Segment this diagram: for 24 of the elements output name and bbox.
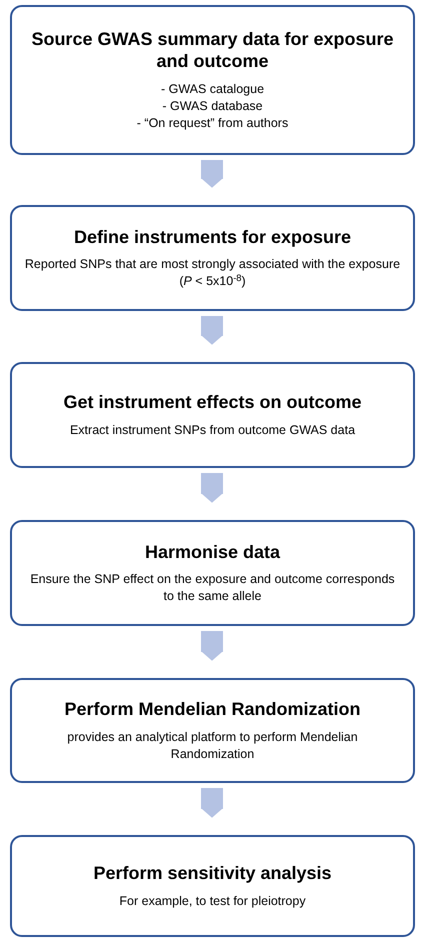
- box-text: - GWAS database: [162, 98, 263, 115]
- box-heading: Perform sensitivity analysis: [93, 862, 332, 885]
- process-box: [10, 205, 415, 311]
- box-text: For example, to test for pleiotropy: [119, 892, 306, 910]
- process-box: [10, 362, 415, 468]
- process-box: [10, 678, 415, 783]
- down-arrow: [201, 316, 223, 345]
- down-arrow: [201, 160, 223, 188]
- down-arrow: [201, 473, 223, 503]
- box-heading: Perform Mendelian Randomization: [64, 698, 361, 721]
- box-heading: Define instruments for exposure: [74, 226, 352, 248]
- box-text: provides an analytical platform to perform Mendelian Randomization: [66, 728, 359, 763]
- box-text: Reported SNPs that are most strongly associated with the exposure (P < 5x10$^{-8}$): [24, 256, 401, 290]
- box-heading: Get instrument effects on outcome: [63, 391, 362, 414]
- box-text: Extract instrument SNPs from outcome GWAS data: [70, 422, 356, 439]
- box-text: Ensure the SNP effect on the exposure and outcome corresponds to the same allele: [29, 571, 396, 606]
- process-box: [10, 5, 415, 155]
- down-arrow: [201, 788, 223, 818]
- process-box: [10, 520, 415, 626]
- box-heading: Source GWAS summary data for exposure and outcome: [30, 28, 395, 73]
- box-text: - “On request” from authors: [136, 115, 288, 132]
- box-text: - GWAS catalogue: [160, 80, 264, 98]
- box-heading: Harmonise data: [144, 540, 280, 564]
- process-box: [10, 835, 415, 937]
